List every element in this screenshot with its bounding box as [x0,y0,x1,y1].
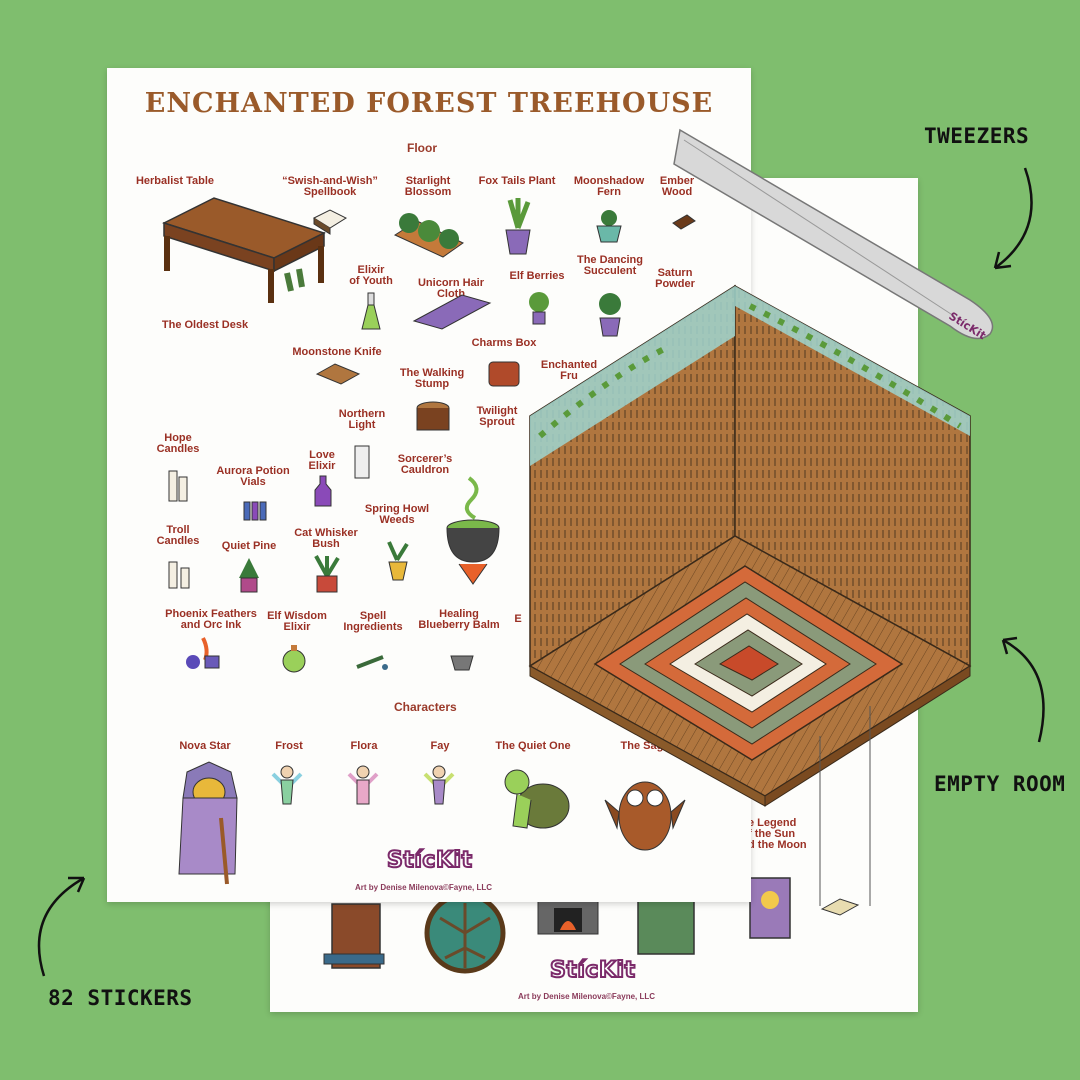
empty-room-sticker [528,284,972,906]
door-sticker [323,903,385,969]
label-charms-box: Charms Box [471,337,537,349]
round-window-sticker [424,892,506,974]
herbalist-table-sticker [162,197,326,303]
label-moonstone-knife: Moonstone Knife [292,346,382,358]
legend-of-sun-moon-label: e Legend f the Sun d the Moon [748,817,807,851]
fireplace-sticker [537,897,599,935]
front-sticker-sheet: ENCHANTED FOREST TREEHOUSE Floor Charact… [107,68,751,902]
label-ember-wood: Ember Wood [659,175,695,198]
aurora-potion-vials-sticker [243,501,267,521]
unicorn-hair-cloth-sticker [412,294,492,330]
cat-whisker-bush-sticker [314,555,340,593]
fay-character [423,765,455,805]
label-phoenix-feathers: Phoenix Feathers and Orc Ink [165,608,257,631]
label-aurora-potion-vials: Aurora Potion Vials [216,465,290,488]
back-stickit-logo: StícKit [549,957,636,984]
spring-howl-weeds-sticker [387,541,409,581]
love-elixir-sticker [314,475,332,507]
label-partial-e: E [514,613,522,625]
arrow-tweezers-icon [993,167,1033,270]
label-dancing-succulent: The Dancing Succulent [576,254,643,277]
label-walking-stump: The Walking Stump [399,367,465,390]
label-fox-tails-plant: Fox Tails Plant [478,175,556,187]
window-sticker [637,899,695,955]
label-saturn-powder: Saturn Powder [655,267,695,290]
label-twilight-sprout: Twilight Sprout [476,405,518,428]
label-enchanted-fruit: Enchanted Fru [540,359,598,382]
label-elixir-of-youth: Elixir of Youth [349,264,393,287]
front-credit-text: Art by Denise Milenova©Fayne, LLC [355,883,493,892]
label-unicorn-hair-cloth: Unicorn Hair Cloth [417,277,484,300]
fox-tails-plant-sticker [505,198,531,255]
label-starlight-blossom: Starlight Blossom [404,175,452,198]
section-characters-heading: Characters [394,700,457,714]
section-floor-heading: Floor [407,141,437,155]
label-elf-wisdom-elixir: Elf Wisdom Elixir [267,610,327,633]
dancing-succulent-sticker [599,293,621,337]
arrow-stickers-icon [37,876,86,977]
back-credit-text: Art by Denise Milenova©Fayne, LLC [518,992,656,1001]
walking-stump-sticker [416,401,450,431]
label-flora: Flora [350,740,378,752]
hope-candles-sticker [168,470,188,502]
spell-ingredients-sticker [356,655,388,670]
label-sorcerers-cauldron: Sorcerer’s Cauldron [397,453,453,476]
label-cat-whisker-bush: Cat Whisker Bush [294,527,358,550]
front-stickit-logo: StícKit [386,847,473,874]
sheet-title: ENCHANTED FOREST TREEHOUSE [144,88,714,119]
quiet-one-turtle-character [504,769,570,829]
callout-empty-room: EMPTY ROOM [934,772,1066,796]
label-northern-light: Northern Light [338,408,386,431]
label-herbalist-table: Herbalist Table [135,175,215,187]
tarot-card-sticker [749,877,791,939]
ember-wood-sticker [672,214,696,230]
label-love-elixir: Love Elixir [308,449,336,472]
phoenix-feathers-sticker [186,637,220,669]
flora-character [347,765,379,805]
healing-blueberry-balm-sticker [450,655,474,671]
label-nova-star: Nova Star [179,740,231,752]
label-healing-blueberry-balm: Healing Blueberry Balm [418,608,500,631]
label-elf-berries: Elf Berries [509,270,565,282]
elf-wisdom-elixir-sticker [282,645,306,673]
starlight-blossom-sticker [393,213,464,258]
troll-candles-sticker [168,561,190,589]
label-oldest-desk: The Oldest Desk [161,319,249,331]
elf-berries-sticker [529,292,549,325]
label-quiet-pine: Quiet Pine [221,540,277,552]
swing-seat [820,898,860,916]
the-sage-owl-character [604,781,686,851]
charms-box-sticker [488,361,520,387]
nova-star-character [178,761,238,885]
callout-tweezers: TWEEZERS [924,124,1030,148]
frost-character [271,765,303,805]
northern-light-sticker [354,445,370,479]
label-spring-howl-weeds: Spring Howl Weeds [364,503,430,526]
tweezers: StícKit [673,128,994,342]
label-hope-candles: Hope Candles [156,432,200,455]
callout-82-stickers: 82 STICKERS [48,986,193,1010]
moonstone-knife-sticker [315,363,361,385]
arrow-empty-room-icon [1001,636,1045,743]
label-quiet-one: The Quiet One [495,740,571,752]
label-spellbook: “Swish-and-Wish” Spellbook [282,175,378,198]
label-fay: Fay [430,740,450,752]
label-troll-candles: Troll Candles [156,524,200,547]
elixir-of-youth-sticker [361,292,381,330]
sorcerers-cauldron-sticker [446,476,500,585]
label-spell-ingredients: Spell Ingredients [343,610,403,633]
label-frost: Frost [275,740,303,752]
label-moonshadow-fern: Moonshadow Fern [573,175,645,198]
moonshadow-fern-sticker [596,210,622,243]
spellbook-sticker [312,209,348,235]
quiet-pine-sticker [239,558,259,593]
